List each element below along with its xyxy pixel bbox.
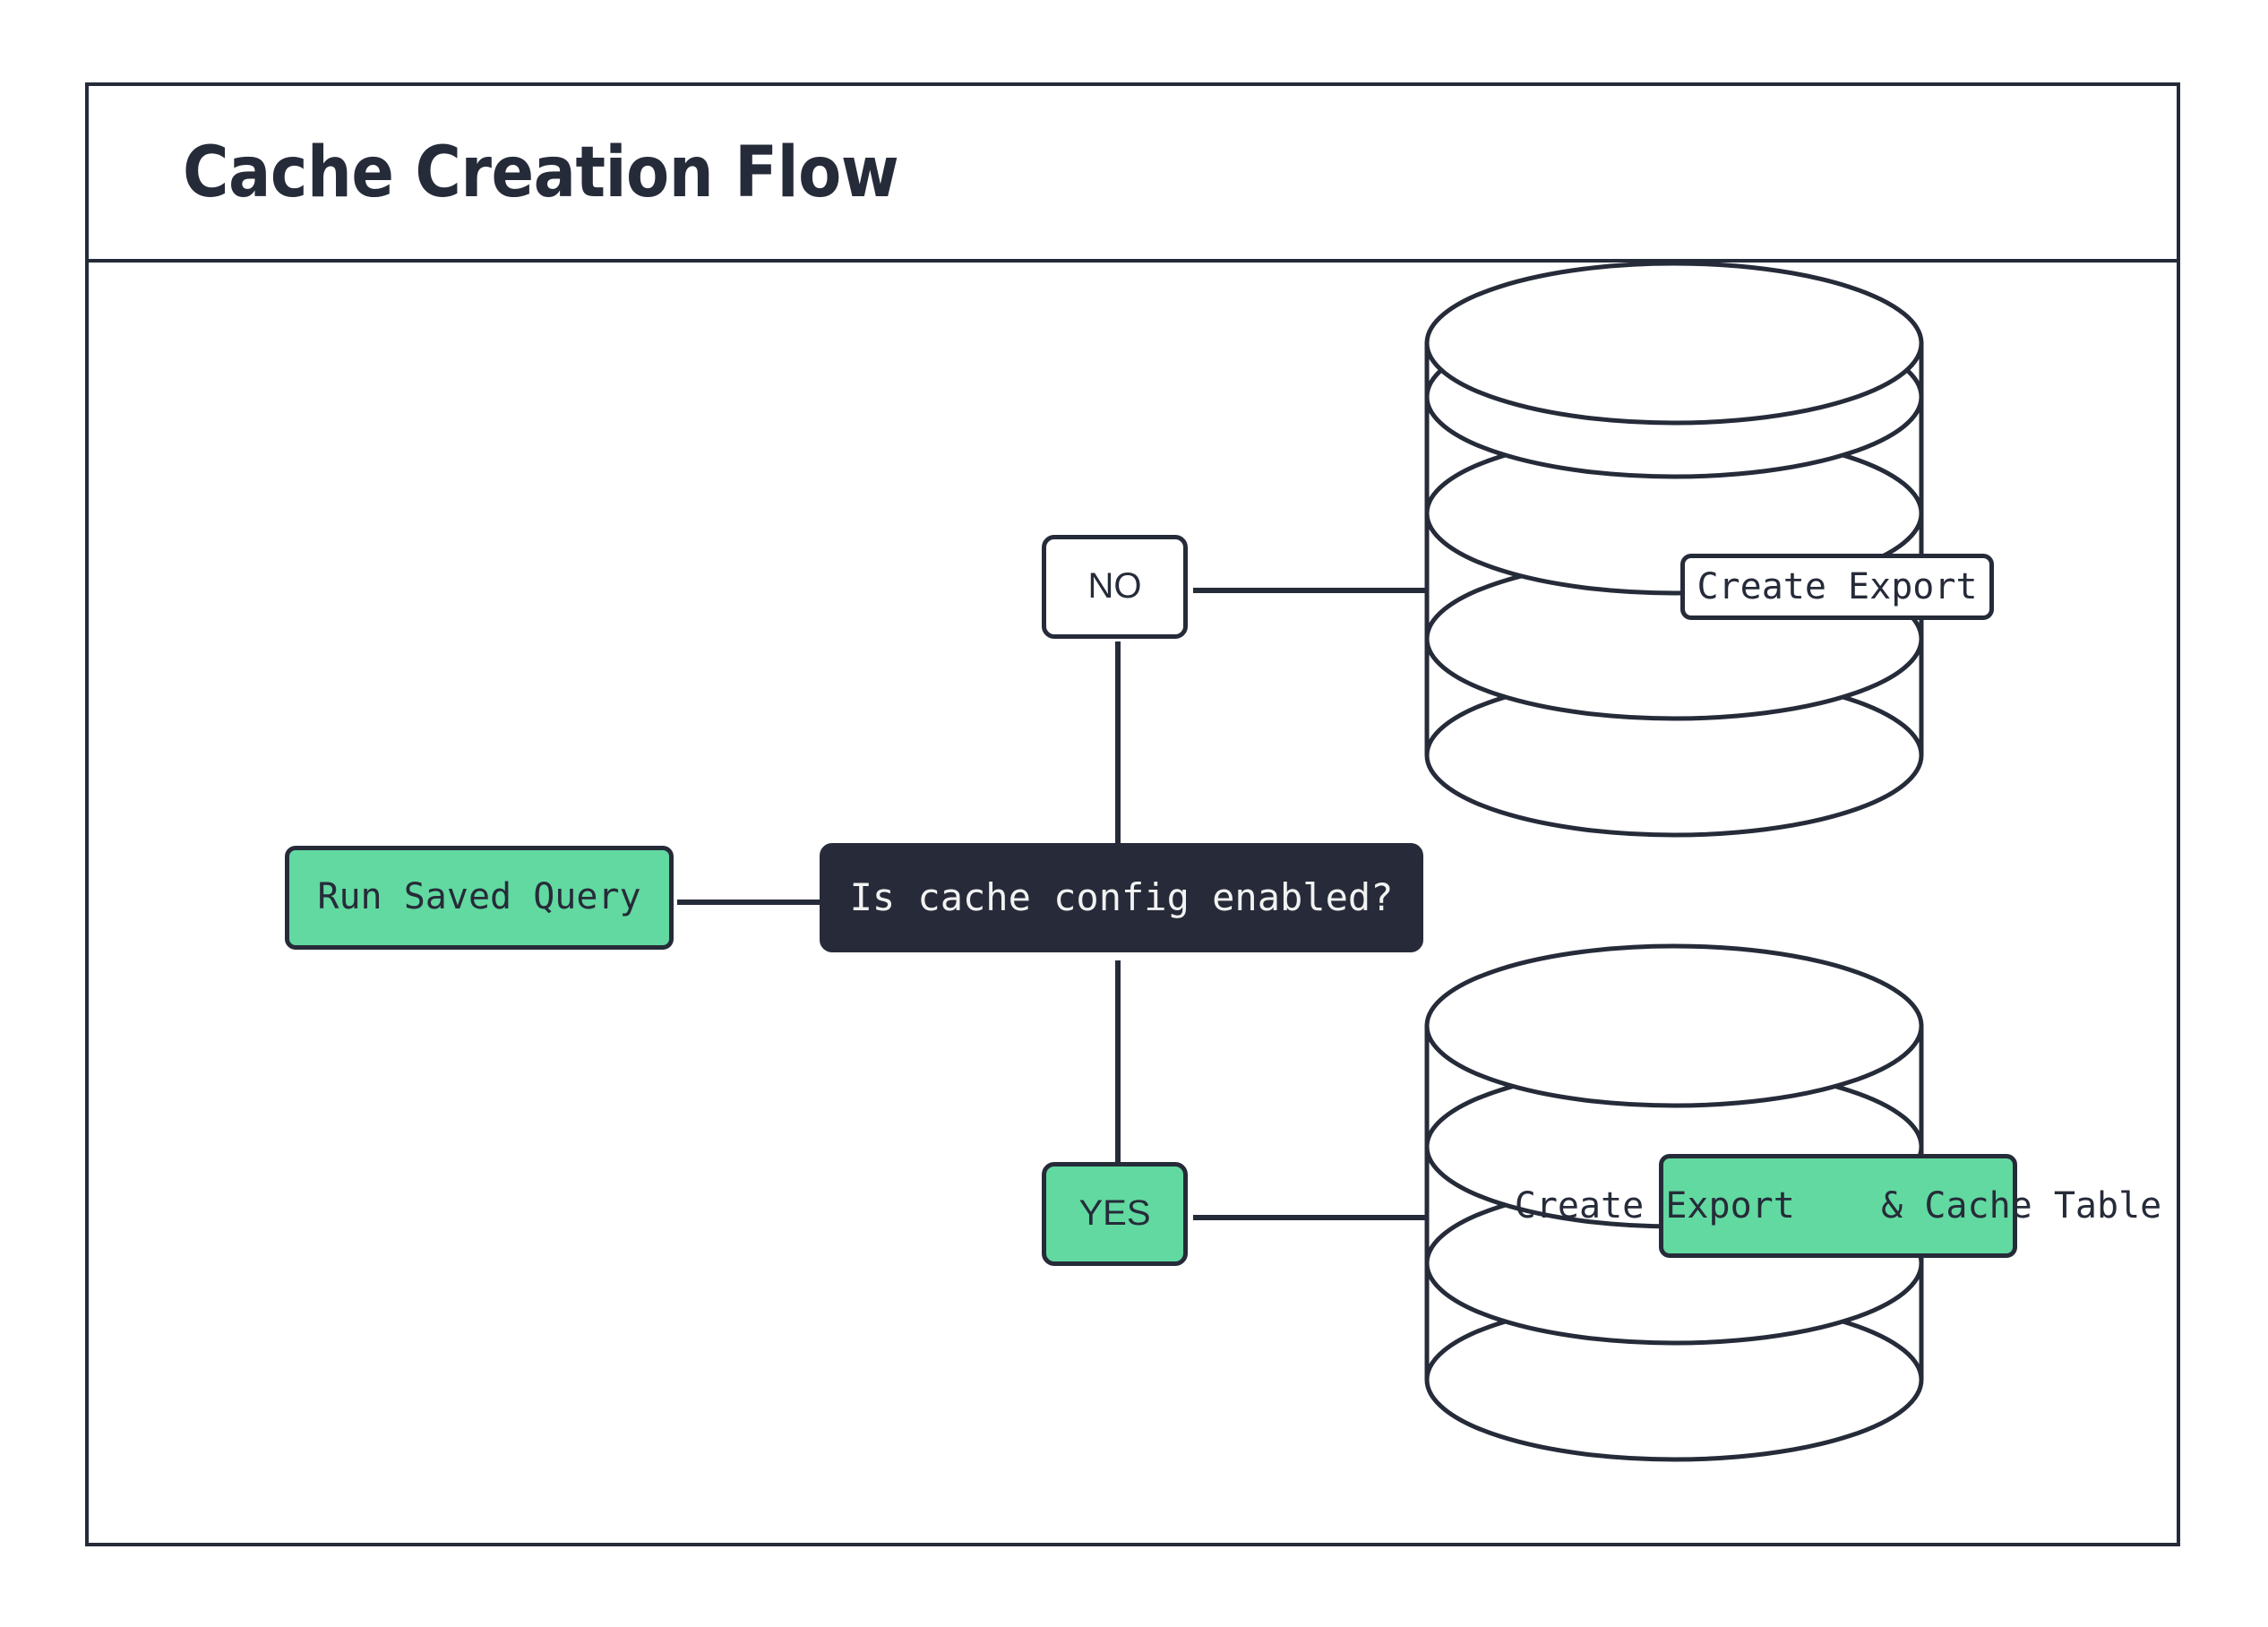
database-label-line-1: Create Export [1514,1185,1795,1227]
database-label-create-export[interactable]: Create Export [1680,554,1994,620]
edge-label-no[interactable]: NO [1042,535,1188,639]
diagram-header: Cache Creation Flow [89,86,2177,263]
database-label-create-export-cache-table[interactable]: Create Export & Cache Table [1515,1154,2161,1258]
edge-label-yes[interactable]: YES [1042,1162,1188,1266]
diagram-body [89,86,2184,1550]
database-cylinder-top [1424,261,1924,838]
diagram-vector-layer [677,261,1924,1462]
page-title: Cache Creation Flow [183,132,899,213]
database-label-line-2: & Cache Table [1881,1185,2162,1227]
diagram-frame: Cache Creation Flow [85,82,2180,1546]
node-run-saved-query[interactable]: Run Saved Query [285,846,674,950]
node-is-cache-config-enabled[interactable]: Is cache config enabled? [820,843,1423,952]
